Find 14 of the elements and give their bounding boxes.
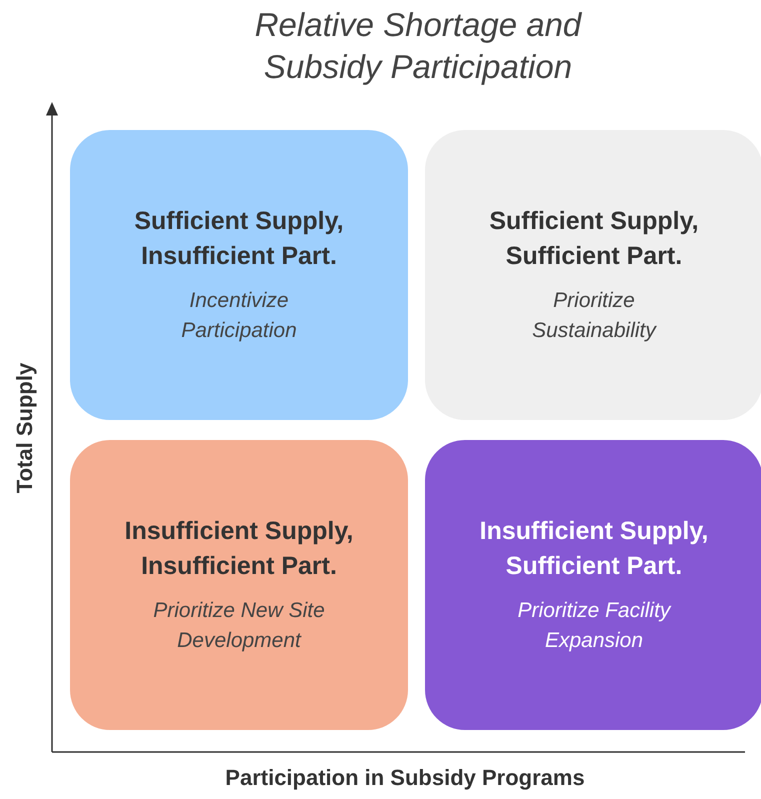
quadrant-heading: Insufficient Supply, Insufficient Part.: [124, 516, 354, 582]
quadrant-box: [425, 440, 761, 730]
quadrant-description: Prioritize Facility Expansion: [516, 598, 672, 654]
chart-title: Relative Shortage and Subsidy Participation: [254, 5, 583, 87]
quadrant-box: [70, 440, 408, 730]
y-axis-label: Total Supply: [12, 362, 38, 496]
quadrant-box: [70, 130, 408, 420]
quadrant-description: Prioritize New Site Development: [152, 598, 326, 654]
quadrant-heading: Sufficient Supply, Sufficient Part.: [488, 206, 700, 272]
quadrant-description: Incentivize Participation: [180, 288, 298, 344]
x-axis-label: Participation in Subsidy Programs: [224, 765, 586, 791]
quadrant-heading: Sufficient Supply, Insufficient Part.: [133, 206, 345, 272]
quadrant-description: Prioritize Sustainability: [531, 288, 658, 344]
quadrant-heading: Insufficient Supply, Sufficient Part.: [478, 516, 710, 582]
